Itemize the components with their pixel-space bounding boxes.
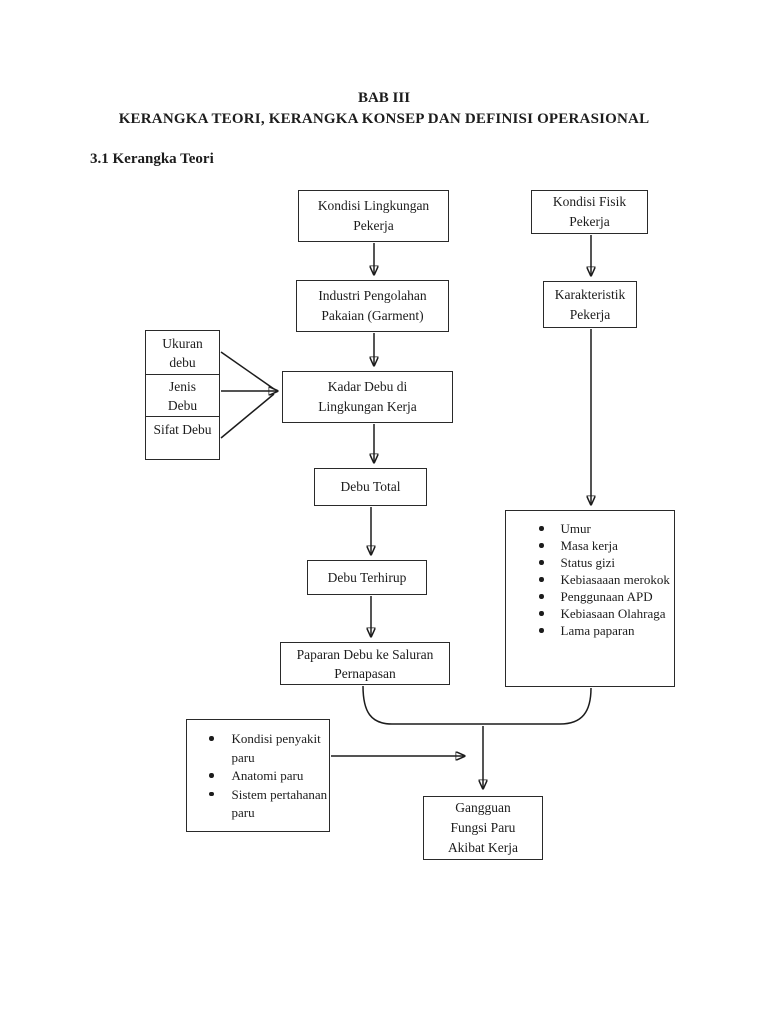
bullet-icon	[209, 791, 214, 796]
box-label-line: Debu Terhirup	[327, 569, 407, 585]
box-industri-pengolahan-pakaian: Industri Pengolahan Pakaian (Garment)	[296, 280, 449, 332]
bullet-icon	[539, 543, 544, 548]
box-lung-factors-list: Kondisi penyakit paru Anatomi paru Siste…	[186, 719, 330, 832]
list-item: Sistem pertahanan paru	[187, 786, 329, 823]
box-karakteristik-pekerja: Karakteristik Pekerja	[543, 281, 637, 328]
box-label-line: Karakteristik	[554, 286, 626, 302]
list-item-label: Penggunaan APD	[560, 589, 653, 604]
section-heading: 3.1 Kerangka Teori	[90, 151, 214, 167]
table-cell-ukuran-debu: Ukuran debu	[146, 331, 219, 375]
box-label-line: Debu Total	[340, 479, 401, 494]
worker-factors-list: Umur Masa kerja Status gizi Kebiasaaan m…	[506, 520, 674, 639]
cell-label-line: Debu	[167, 397, 198, 413]
list-item: Penggunaan APD	[506, 588, 674, 605]
box-label-line: Kadar Debu di	[327, 379, 408, 394]
list-item: Anatomi paru	[187, 767, 329, 786]
box-paparan-debu-saluran-pernapasan: Paparan Debu ke Saluran Pernapasan	[280, 642, 450, 685]
box-label-line: Pekerja	[569, 214, 610, 229]
merge-curve-paparan-and-worker-factors	[362, 685, 592, 725]
table-cell-jenis-debu: Jenis Debu	[146, 375, 219, 417]
box-label-line: Akibat Kerja	[447, 840, 519, 855]
list-item: Kondisi penyakit paru	[187, 730, 329, 767]
bullet-icon	[539, 526, 544, 531]
list-item-label: Anatomi paru	[231, 768, 304, 783]
list-item-label: Sistem pertahanan paru	[231, 786, 328, 821]
list-item-label: Umur	[560, 521, 591, 536]
list-item-label: Masa kerja	[560, 538, 618, 553]
list-item: Status gizi	[506, 554, 674, 571]
box-label-line: Paparan Debu ke Saluran	[296, 646, 434, 662]
lung-factors-list: Kondisi penyakit paru Anatomi paru Siste…	[187, 730, 329, 823]
cell-label-line: debu	[169, 354, 196, 370]
line-sifat-debu-to-kadar	[220, 393, 275, 439]
box-label-line: Pakaian (Garment)	[321, 308, 424, 323]
box-label-line: Pernapasan	[334, 665, 396, 681]
list-item: Lama paparan	[506, 622, 674, 639]
bullet-icon	[539, 628, 544, 633]
box-label-line: Kondisi Fisik	[552, 194, 627, 209]
box-debu-total: Debu Total	[314, 468, 427, 506]
box-debu-terhirup: Debu Terhirup	[307, 560, 427, 595]
list-item-label: Status gizi	[560, 555, 616, 570]
box-label-line: Gangguan	[455, 800, 511, 815]
cell-label-line: Sifat Debu	[153, 422, 212, 437]
list-item: Umur	[506, 520, 674, 537]
box-label-line: Pekerja	[353, 218, 394, 233]
line-ukuran-debu-to-kadar	[220, 351, 275, 390]
bullet-icon	[209, 736, 214, 741]
box-gangguan-fungsi-paru: Gangguan Fungsi Paru Akibat Kerja	[423, 796, 543, 860]
list-item-label: Kebiasaaan merokok	[560, 572, 670, 587]
bullet-icon	[539, 577, 544, 582]
bullet-icon	[539, 611, 544, 616]
box-label-line: Kondisi Lingkungan	[317, 198, 430, 213]
list-item-label: Kebiasaan Olahraga	[560, 606, 666, 621]
list-item-label: Lama paparan	[560, 623, 635, 638]
box-kondisi-fisik-pekerja: Kondisi Fisik Pekerja	[531, 190, 648, 234]
dust-properties-table: Ukuran debu Jenis Debu Sifat Debu	[145, 330, 220, 460]
box-label-line: Fungsi Paru	[450, 820, 516, 835]
bullet-icon	[209, 773, 214, 778]
list-item: Kebiasaan Olahraga	[506, 605, 674, 622]
chapter-title: KERANGKA TEORI, KERANGKA KONSEP DAN DEFI…	[118, 111, 650, 127]
table-cell-sifat-debu: Sifat Debu	[146, 417, 219, 459]
chapter-heading: BAB III	[357, 90, 411, 106]
box-label-line: Lingkungan Kerja	[318, 399, 417, 414]
box-kondisi-lingkungan-pekerja: Kondisi Lingkungan Pekerja	[298, 190, 449, 242]
box-worker-factors-list: Umur Masa kerja Status gizi Kebiasaaan m…	[505, 510, 675, 687]
box-label-line: Pekerja	[569, 306, 611, 322]
bullet-icon	[539, 560, 544, 565]
bullet-icon	[539, 594, 544, 599]
cell-label-line: Jenis	[169, 378, 196, 394]
list-item: Masa kerja	[506, 537, 674, 554]
list-item-label: Kondisi penyakit paru	[231, 731, 321, 765]
box-label-line: Industri Pengolahan	[318, 288, 427, 303]
cell-label-line: Ukuran	[162, 335, 203, 351]
box-kadar-debu-lingkungan-kerja: Kadar Debu di Lingkungan Kerja	[282, 371, 453, 423]
list-item: Kebiasaaan merokok	[506, 571, 674, 588]
